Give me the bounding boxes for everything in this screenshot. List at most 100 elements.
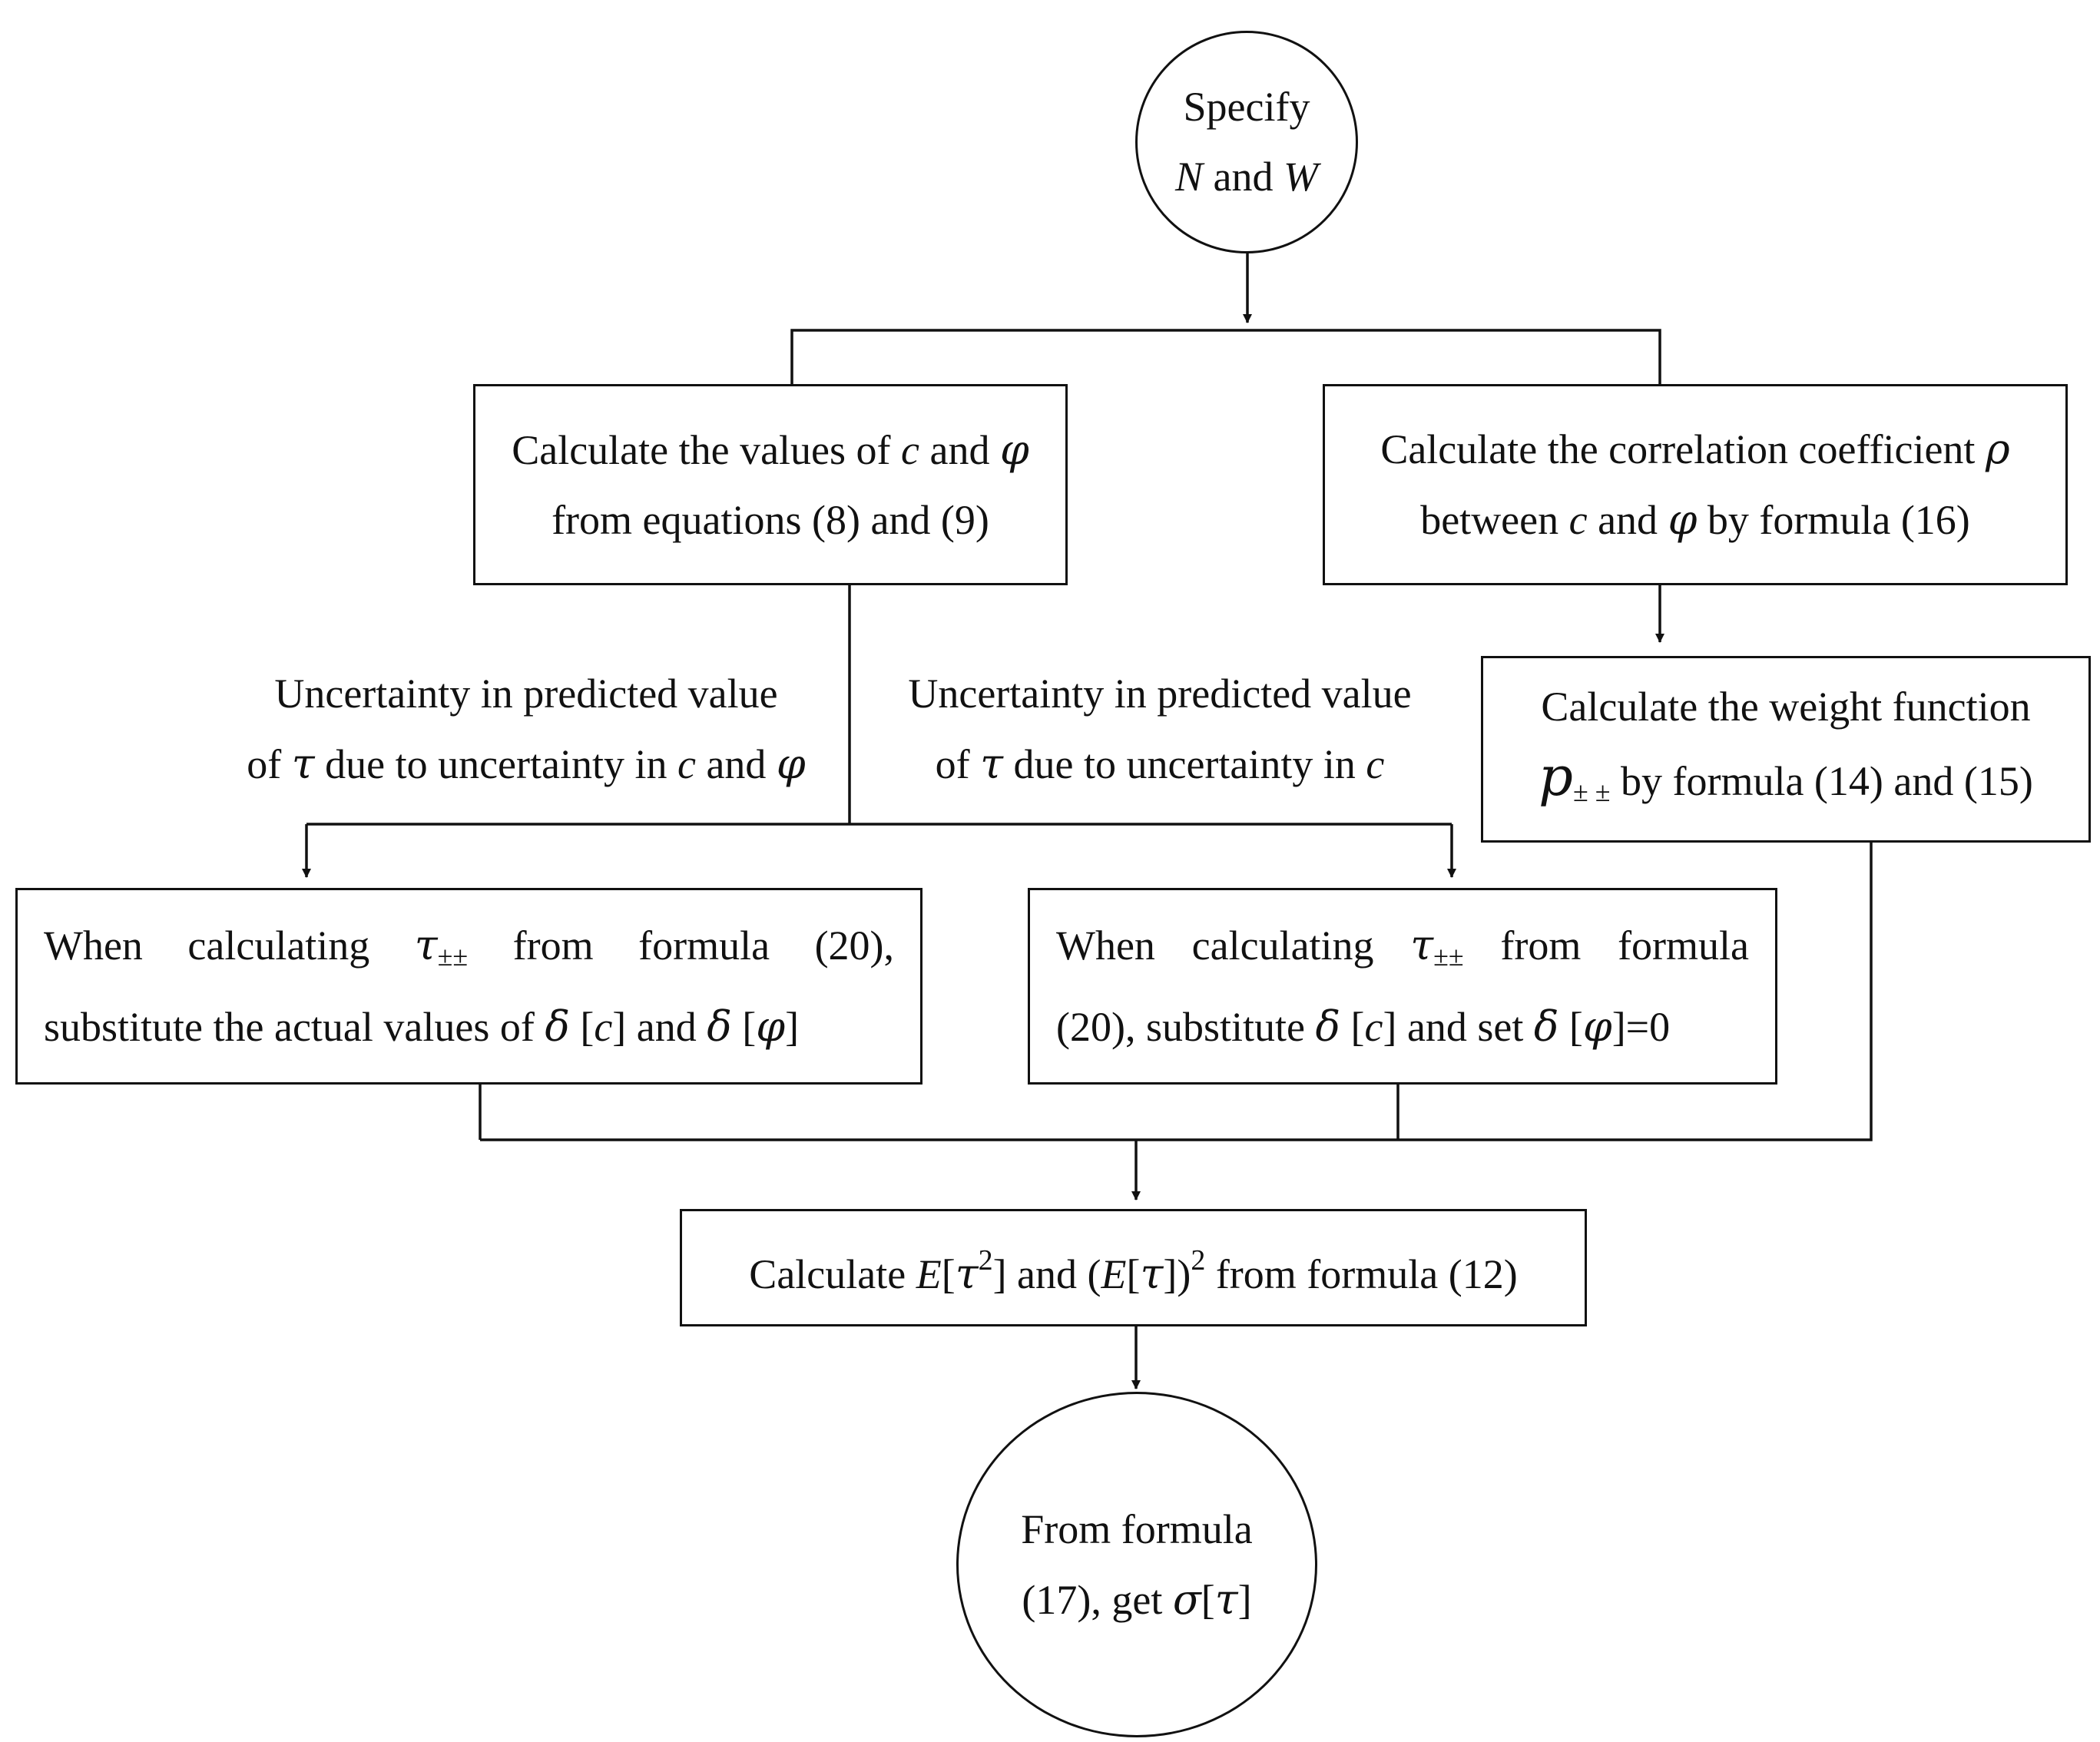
when-zero-line-2: (20), substitute δ [c] and set δ [φ]=0 (1056, 992, 1749, 1062)
calc-weight-box: Calculate the weight function p± ± by fo… (1481, 656, 2091, 843)
var-w: W (1284, 154, 1318, 200)
var-e: E (1101, 1251, 1127, 1297)
bracket-close: ] (785, 1004, 800, 1050)
label-right-line-2: of τ due to uncertainty in c (868, 729, 1452, 800)
calc-values-line-2: from equations (8) and (9) (551, 496, 989, 543)
start-line-2: N and W (1175, 142, 1318, 212)
var-phi: φ (1582, 1002, 1612, 1051)
when-text: When (1056, 922, 1155, 969)
var-phi: φ (1668, 495, 1698, 544)
when-actual-line-2: substitute the actual values of δ [c] an… (44, 992, 894, 1062)
and-text: and (929, 426, 990, 473)
superscript: 2 (978, 1244, 993, 1277)
var-tau: τ (291, 740, 315, 788)
var-p: p (1539, 744, 1573, 808)
substitute-text: substitute the actual values of (44, 1004, 535, 1050)
when-actual-line-1: When calculating τ±± from formula (20), (44, 910, 894, 992)
calc-corr-line-1: Calculate the correlation coefficient ρ (1380, 414, 2009, 485)
calc-corr-line-2: between c and φ by formula (16) (1420, 485, 1970, 555)
var-delta: δ (1315, 1002, 1340, 1051)
var-delta: δ (707, 1002, 732, 1051)
calc-expect-line: Calculate E[τ2] and (E[τ])2 from formula… (749, 1226, 1517, 1310)
var-delta: δ (1533, 1002, 1559, 1051)
formula-text: formula (1618, 922, 1750, 969)
var-phi: φ (756, 1002, 786, 1051)
of-text: of (247, 741, 282, 787)
when-zero-line-1: When calculating τ±± from formula (1056, 910, 1749, 992)
var-n: N (1175, 154, 1204, 200)
start-and: and (1213, 154, 1274, 200)
and-text: and (636, 1004, 697, 1050)
bracket-open: [ (1568, 1004, 1583, 1050)
calc-values-box: Calculate the values of c and φ from equ… (473, 384, 1068, 585)
var-delta: δ (545, 1002, 570, 1051)
and-text: and (706, 741, 767, 787)
bracket-close: ] (1383, 1004, 1397, 1050)
var-c: c (677, 741, 696, 787)
calculating-text: calculating (1191, 922, 1374, 969)
calc-corr-text: Calculate the correlation coefficient (1380, 426, 1976, 472)
var-tau: τ (1140, 1250, 1164, 1298)
from-text: from (512, 922, 594, 969)
var-c: c (594, 1004, 613, 1050)
between-text: between (1420, 497, 1559, 543)
var-tau: τ (1410, 921, 1434, 969)
var-phi: φ (999, 425, 1029, 474)
and-text: and (1598, 497, 1658, 543)
var-sigma: σ (1172, 1575, 1201, 1624)
var-c: c (901, 426, 919, 473)
start-node: Specify N and W (1135, 31, 1358, 253)
from-text: from (1500, 922, 1582, 969)
pm-subscript: ± ± (1572, 776, 1611, 807)
label-right-line-1: Uncertainty in predicted value (908, 671, 1412, 717)
var-tau: τ (414, 921, 438, 969)
bracket-close: ] (1237, 1576, 1252, 1623)
end-line-2: (17), get σ[τ] (1022, 1565, 1251, 1635)
var-c: c (1364, 1004, 1383, 1050)
when-text: When (44, 922, 143, 969)
start-line-1: Specify (1183, 84, 1310, 130)
pm-subscript: ±± (437, 941, 469, 972)
get-text: (17), get (1022, 1576, 1163, 1623)
end-node: From formula (17), get σ[τ] (956, 1392, 1317, 1737)
var-tau: τ (980, 740, 1003, 788)
connector-merge-weight (480, 843, 1873, 1141)
pm-subscript: ±± (1433, 941, 1464, 972)
and-text: ] and ( (992, 1251, 1101, 1297)
when-zero-box: When calculating τ±± from formula (20), … (1028, 888, 1777, 1085)
and-set-text: and set (1406, 1004, 1524, 1050)
bracket-open: [ (1350, 1004, 1365, 1050)
due-text: due to uncertainty in (325, 741, 667, 787)
var-c: c (1366, 741, 1385, 787)
label-right: Uncertainty in predicted value of τ due … (868, 659, 1452, 800)
calc-values-line-1: Calculate the values of c and φ (512, 415, 1029, 485)
end-line-1: From formula (1021, 1505, 1253, 1552)
calc-weight-line-2: p± ± by formula (14) and (15) (1539, 742, 2033, 827)
when-actual-box: When calculating τ±± from formula (20), … (15, 888, 922, 1085)
due-text: due to uncertainty in (1013, 741, 1356, 787)
bracket-close: ] (612, 1004, 627, 1050)
eq20-text: (20), (814, 922, 895, 969)
calculate-text: Calculate (749, 1251, 906, 1297)
var-rho: ρ (1985, 425, 2010, 473)
var-tau: τ (1214, 1575, 1238, 1624)
bracket-close-eq-zero: ]=0 (1611, 1004, 1671, 1050)
bracket-open: [ (1201, 1576, 1215, 1623)
by-formula-text: by formula (16) (1707, 497, 1970, 543)
bracket-open: [ (580, 1004, 595, 1050)
calculating-text: calculating (187, 922, 370, 969)
label-left-line-1: Uncertainty in predicted value (274, 671, 778, 717)
by-formula-text: by formula (14) and (15) (1620, 757, 2033, 804)
formula-text: formula (638, 922, 770, 969)
var-e: E (916, 1251, 942, 1297)
connector-split (790, 329, 1661, 384)
var-tau: τ (955, 1250, 979, 1298)
label-left-line-2: of τ due to uncertainty in c and φ (215, 729, 837, 800)
bracket-open: [ (941, 1251, 956, 1297)
var-c: c (1568, 497, 1588, 543)
from-formula-text: from formula (12) (1215, 1251, 1518, 1297)
bracket-open: [ (1126, 1251, 1141, 1297)
label-left: Uncertainty in predicted value of τ due … (215, 659, 837, 800)
